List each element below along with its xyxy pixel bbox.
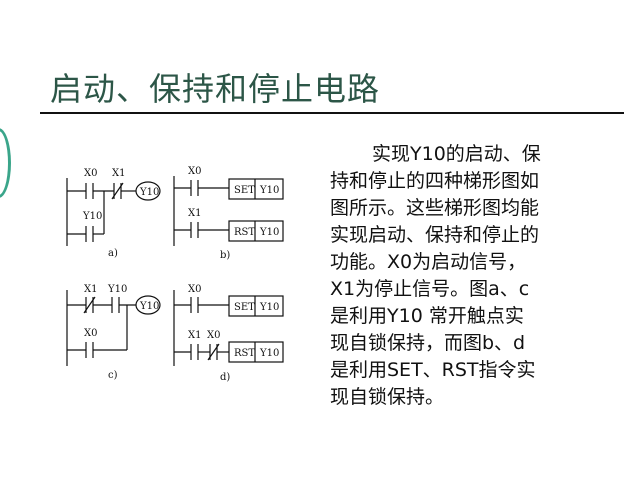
- text-line: 是利用SET、RST指令实: [330, 359, 536, 381]
- text-line: 实现Y10的启动、保: [372, 143, 541, 165]
- label: X1: [112, 168, 125, 179]
- coil-label: Y10: [139, 187, 159, 198]
- text-line: 持和停止的四种梯形图如: [330, 170, 540, 192]
- text-line: 是利用Y10 常开触点实: [330, 305, 524, 327]
- label: X0: [188, 166, 201, 177]
- slide-title: 启动、保持和停止电路: [50, 70, 381, 108]
- text-line: 实现启动、保持和停止的: [330, 224, 540, 246]
- label: X0: [84, 328, 97, 339]
- title-underline: [40, 112, 624, 114]
- text-line: 功能。X0为启动信号，: [330, 251, 527, 273]
- label: X0: [84, 168, 97, 179]
- caption: d): [220, 372, 230, 383]
- label: X1: [188, 208, 201, 219]
- label: X0: [188, 284, 201, 295]
- set-label: SET: [234, 302, 255, 313]
- ladder-d: X0 X1 X0 SET Y10 RST Y10 d): [173, 284, 284, 383]
- label: Y10: [259, 348, 279, 359]
- description-text: 实现Y10的启动、保 持和停止的四种梯形图如 图所示。这些梯形图均能 实现启动、…: [330, 141, 620, 411]
- text-line: 现自锁保持。: [330, 386, 445, 408]
- text-line: X1为停止信号。图a、c: [330, 278, 530, 300]
- label: Y10: [259, 185, 279, 196]
- label: Y10: [82, 211, 102, 222]
- ladder-c: X1 Y10 Y10 X0 c): [66, 284, 161, 381]
- label: X0: [207, 330, 220, 341]
- rst-label: RST: [234, 348, 255, 359]
- text-line: 图所示。这些梯形图均能: [330, 197, 540, 219]
- text-line: 现自锁保持，而图b、d: [330, 332, 526, 354]
- ladder-a: X0 X1 Y10 Y10 a): [66, 168, 161, 259]
- label: Y10: [259, 302, 279, 313]
- caption: c): [108, 370, 118, 381]
- coil-label: Y10: [139, 301, 159, 312]
- caption: b): [220, 250, 230, 261]
- ladder-b: X0 X1 SET Y10 RST Y10 b): [173, 166, 284, 261]
- rst-label: RST: [234, 227, 255, 238]
- set-label: SET: [234, 185, 255, 196]
- label: X1: [188, 330, 201, 341]
- label: X1: [84, 284, 97, 295]
- caption: a): [108, 248, 118, 259]
- label: Y10: [259, 227, 279, 238]
- label: Y10: [107, 284, 127, 295]
